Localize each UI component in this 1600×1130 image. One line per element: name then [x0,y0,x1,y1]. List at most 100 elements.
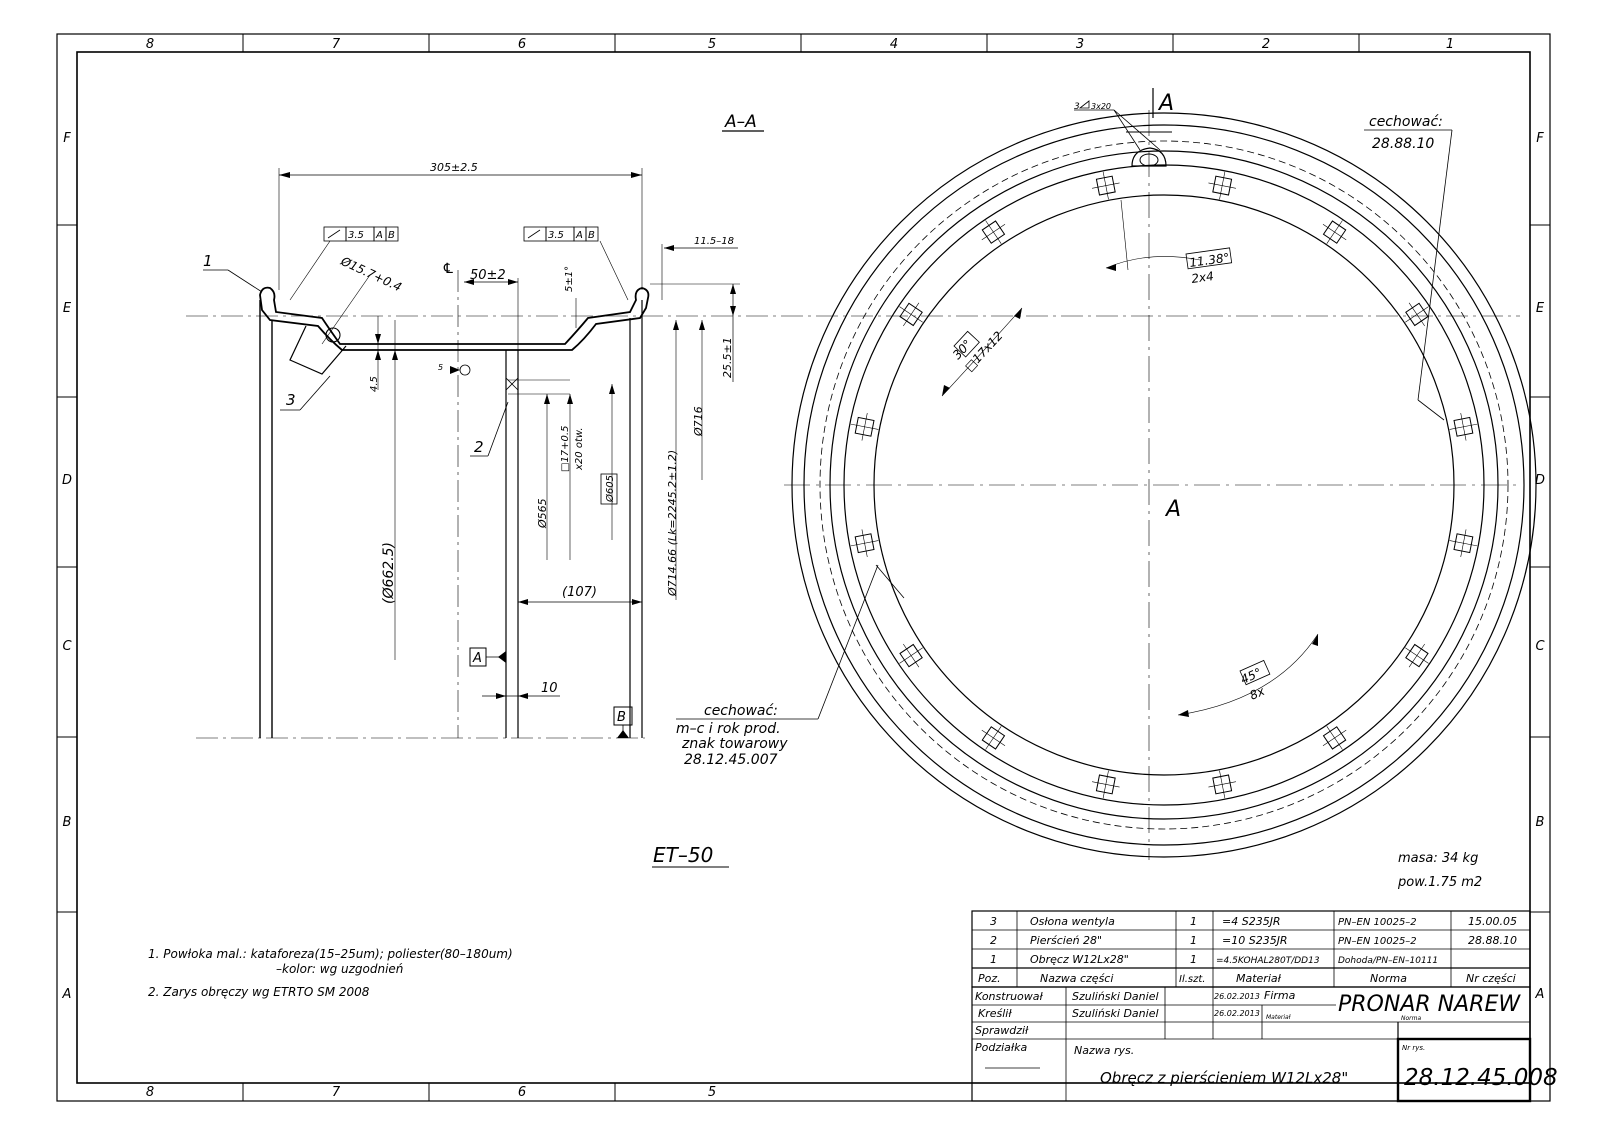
et-label: ET–50 [653,843,713,867]
svg-text:Obręcz W12Lx28": Obręcz W12Lx28" [1030,953,1129,966]
note-1: 1. Powłoka mal.: kataforeza(15–25um); po… [148,947,513,961]
tolerance-frame-left: 3.5 A B [289,226,399,301]
parts-header-row: Poz. Nazwa części Il.szt. Materiał Norma… [978,972,1516,985]
svg-text:2: 2 [990,934,997,947]
svg-text:3: 3 [990,915,997,928]
valve-tol: 5 [438,363,443,372]
drawn-by: Szuliński Daniel [1072,1007,1159,1020]
svg-text:15.00.05: 15.00.05 [1468,915,1517,928]
parts-row: 1 Obręcz W12Lx28" 1 =4.5KOHAL280T/DD13 D… [990,953,1438,966]
note-2: 2. Zarys obręczy wg ETRTO SM 2008 [148,985,370,999]
svg-text:1: 1 [1190,953,1197,966]
pos-3: 3 [286,391,296,409]
svg-text:Nr części: Nr części [1466,972,1516,985]
bolt-hole [1092,770,1120,799]
svg-text:1: 1 [990,953,997,966]
bolt-hole [1322,726,1347,750]
svg-text:1: 1 [1190,934,1197,947]
col-label-bottom: 8 [146,1085,154,1100]
angle-3-count: 8x [1248,684,1268,703]
bolt-hole [899,302,923,327]
row-label-right: D [1535,473,1545,488]
label-checked: Sprawdził [975,1024,1029,1037]
datum-flag-a: A [472,651,482,666]
front-view: A A 3 3x20 11.38° 2x4 30° □17x12 [784,88,1537,860]
marking-left-line2: znak towarowy [681,736,788,752]
drawing-name: Obręcz z pierścieniem W12Lx28" [1100,1069,1348,1087]
row-label-right: E [1536,301,1545,316]
col-label-top: 5 [708,37,716,52]
svg-text:Pierścień 28": Pierścień 28" [1030,934,1102,947]
parts-list: 3 Osłona wentyla 1 =4 S235JR PN–EN 10025… [971,910,1531,988]
row-label-right: F [1536,131,1544,146]
parts-row: 2 Pierścień 28" 1 =10 S235JR PN–EN 10025… [990,934,1517,947]
svg-text:Dohoda/PN–EN–10111: Dohoda/PN–EN–10111 [1338,956,1438,966]
label-drawing-name: Nazwa rys. [1074,1044,1134,1057]
bolt-hole [1405,643,1429,668]
note-1b: –kolor: wg uzgodnień [276,962,403,976]
row-label-right: A [1535,987,1545,1002]
marking-left-code: 28.12.45.007 [684,752,778,768]
svg-text:A: A [375,230,383,241]
dim-offset: 50±2 [470,268,506,283]
dim-angle-5: 5±1° [564,266,575,292]
label-designed: Konstruował [975,990,1044,1003]
col-label-bottom: 5 [708,1085,716,1100]
col-label-bottom: 6 [518,1085,526,1100]
parts-row: 3 Osłona wentyla 1 =4 S235JR PN–EN 10025… [990,915,1517,928]
datum-flag-b: B [617,710,626,725]
tolerance-frame-right: 3.5 A B [523,226,629,301]
weld-size: 3 [1074,102,1080,112]
bolt-hole [899,643,923,668]
drawing-number: 28.12.45.008 [1404,1065,1558,1091]
bolt-hole [1208,770,1236,799]
label-drawing-no: Nr rys. [1402,1044,1425,1052]
marking-note-left: cechować: m–c i rok prod. znak towarowy … [676,564,879,768]
title-block: Konstruował Szuliński Daniel 26.02.2013 … [971,986,1558,1103]
section-mark-top: A [1157,91,1174,116]
bolt-hole [981,726,1006,750]
designed-by: Szuliński Daniel [1072,990,1159,1003]
svg-text:28.88.10: 28.88.10 [1468,934,1517,947]
row-label-right: C [1535,639,1545,654]
center-label: A [1164,497,1181,522]
row-label-right: B [1536,815,1545,830]
drawn-date: 26.02.2013 [1214,1009,1260,1018]
svg-text:3.5: 3.5 [548,230,564,241]
general-notes: 1. Powłoka mal.: kataforeza(15–25um); po… [148,947,513,999]
svg-text:A: A [575,230,583,241]
svg-text:B: B [588,230,595,241]
bolt-hole [1449,529,1478,558]
svg-text:=4 S235JR: =4 S235JR [1222,915,1281,928]
dim-hole-count: x20 otw. [574,427,585,471]
svg-text:3.5: 3.5 [348,230,364,241]
section-title: A–A [724,112,757,132]
col-label-top: 7 [332,37,341,52]
weld-length: 3x20 [1091,102,1111,111]
bolt-hole [1405,302,1429,327]
angle-1-count: 2x4 [1190,269,1214,286]
svg-text:PN–EN 10025–2: PN–EN 10025–2 [1338,936,1417,947]
bolt-hole [850,529,879,558]
firm-name: PRONAR NAREW [1338,992,1521,1017]
label-drawn: Kreślił [978,1007,1012,1020]
centerline-mark: ℄ [442,261,455,277]
bolt-hole [1322,220,1347,244]
marking-right-label: cechować: [1369,114,1443,130]
pos-2: 2 [474,438,484,456]
valve-guard [289,325,347,375]
dim-flange: 11.5–18 [694,236,734,247]
dim-d662: (Ø662.5) [381,542,397,604]
marking-left-line1: m–c i rok prod. [676,721,781,737]
dim-height: 25.5±1 [721,337,734,378]
svg-text:B: B [388,230,395,241]
bolt-hole [981,220,1006,244]
label-firm: Firma [1264,989,1296,1002]
svg-text:Poz.: Poz. [978,972,1001,985]
marking-left-label: cechować: [704,703,778,719]
row-label-left: E [63,301,72,316]
dim-d605: Ø605 [604,475,616,503]
frame-column-labels: 8 7 6 5 4 3 2 1 8 7 6 5 [146,37,1454,1100]
label-scale: Podziałka [975,1041,1027,1054]
